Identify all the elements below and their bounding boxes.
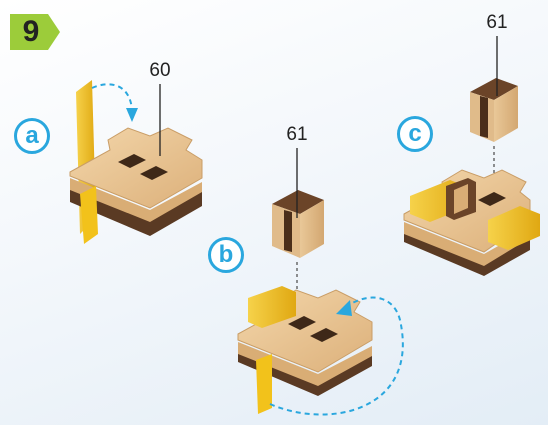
- yellow-stick-b: [256, 354, 272, 414]
- part-number-a: 60: [140, 60, 180, 82]
- panel-a-assembly: [70, 80, 202, 244]
- panel-label-c: c: [397, 116, 433, 152]
- cube-c-stripe: [480, 96, 488, 138]
- part-number-c: 61: [477, 12, 517, 34]
- panel-c-assembly: [404, 36, 540, 276]
- rotate-arrow-a: [92, 84, 132, 110]
- cube-b-stripe: [284, 210, 292, 252]
- panel-b-assembly: [238, 148, 403, 415]
- step-number: 9: [8, 12, 54, 52]
- panel-label-a: a: [14, 118, 50, 154]
- yellow-stick-front: [80, 186, 98, 244]
- panel-label-b: b: [208, 237, 244, 273]
- rotate-arrow-a-head: [126, 108, 138, 122]
- part-number-b: 61: [277, 124, 317, 146]
- step-badge: 9: [8, 12, 64, 52]
